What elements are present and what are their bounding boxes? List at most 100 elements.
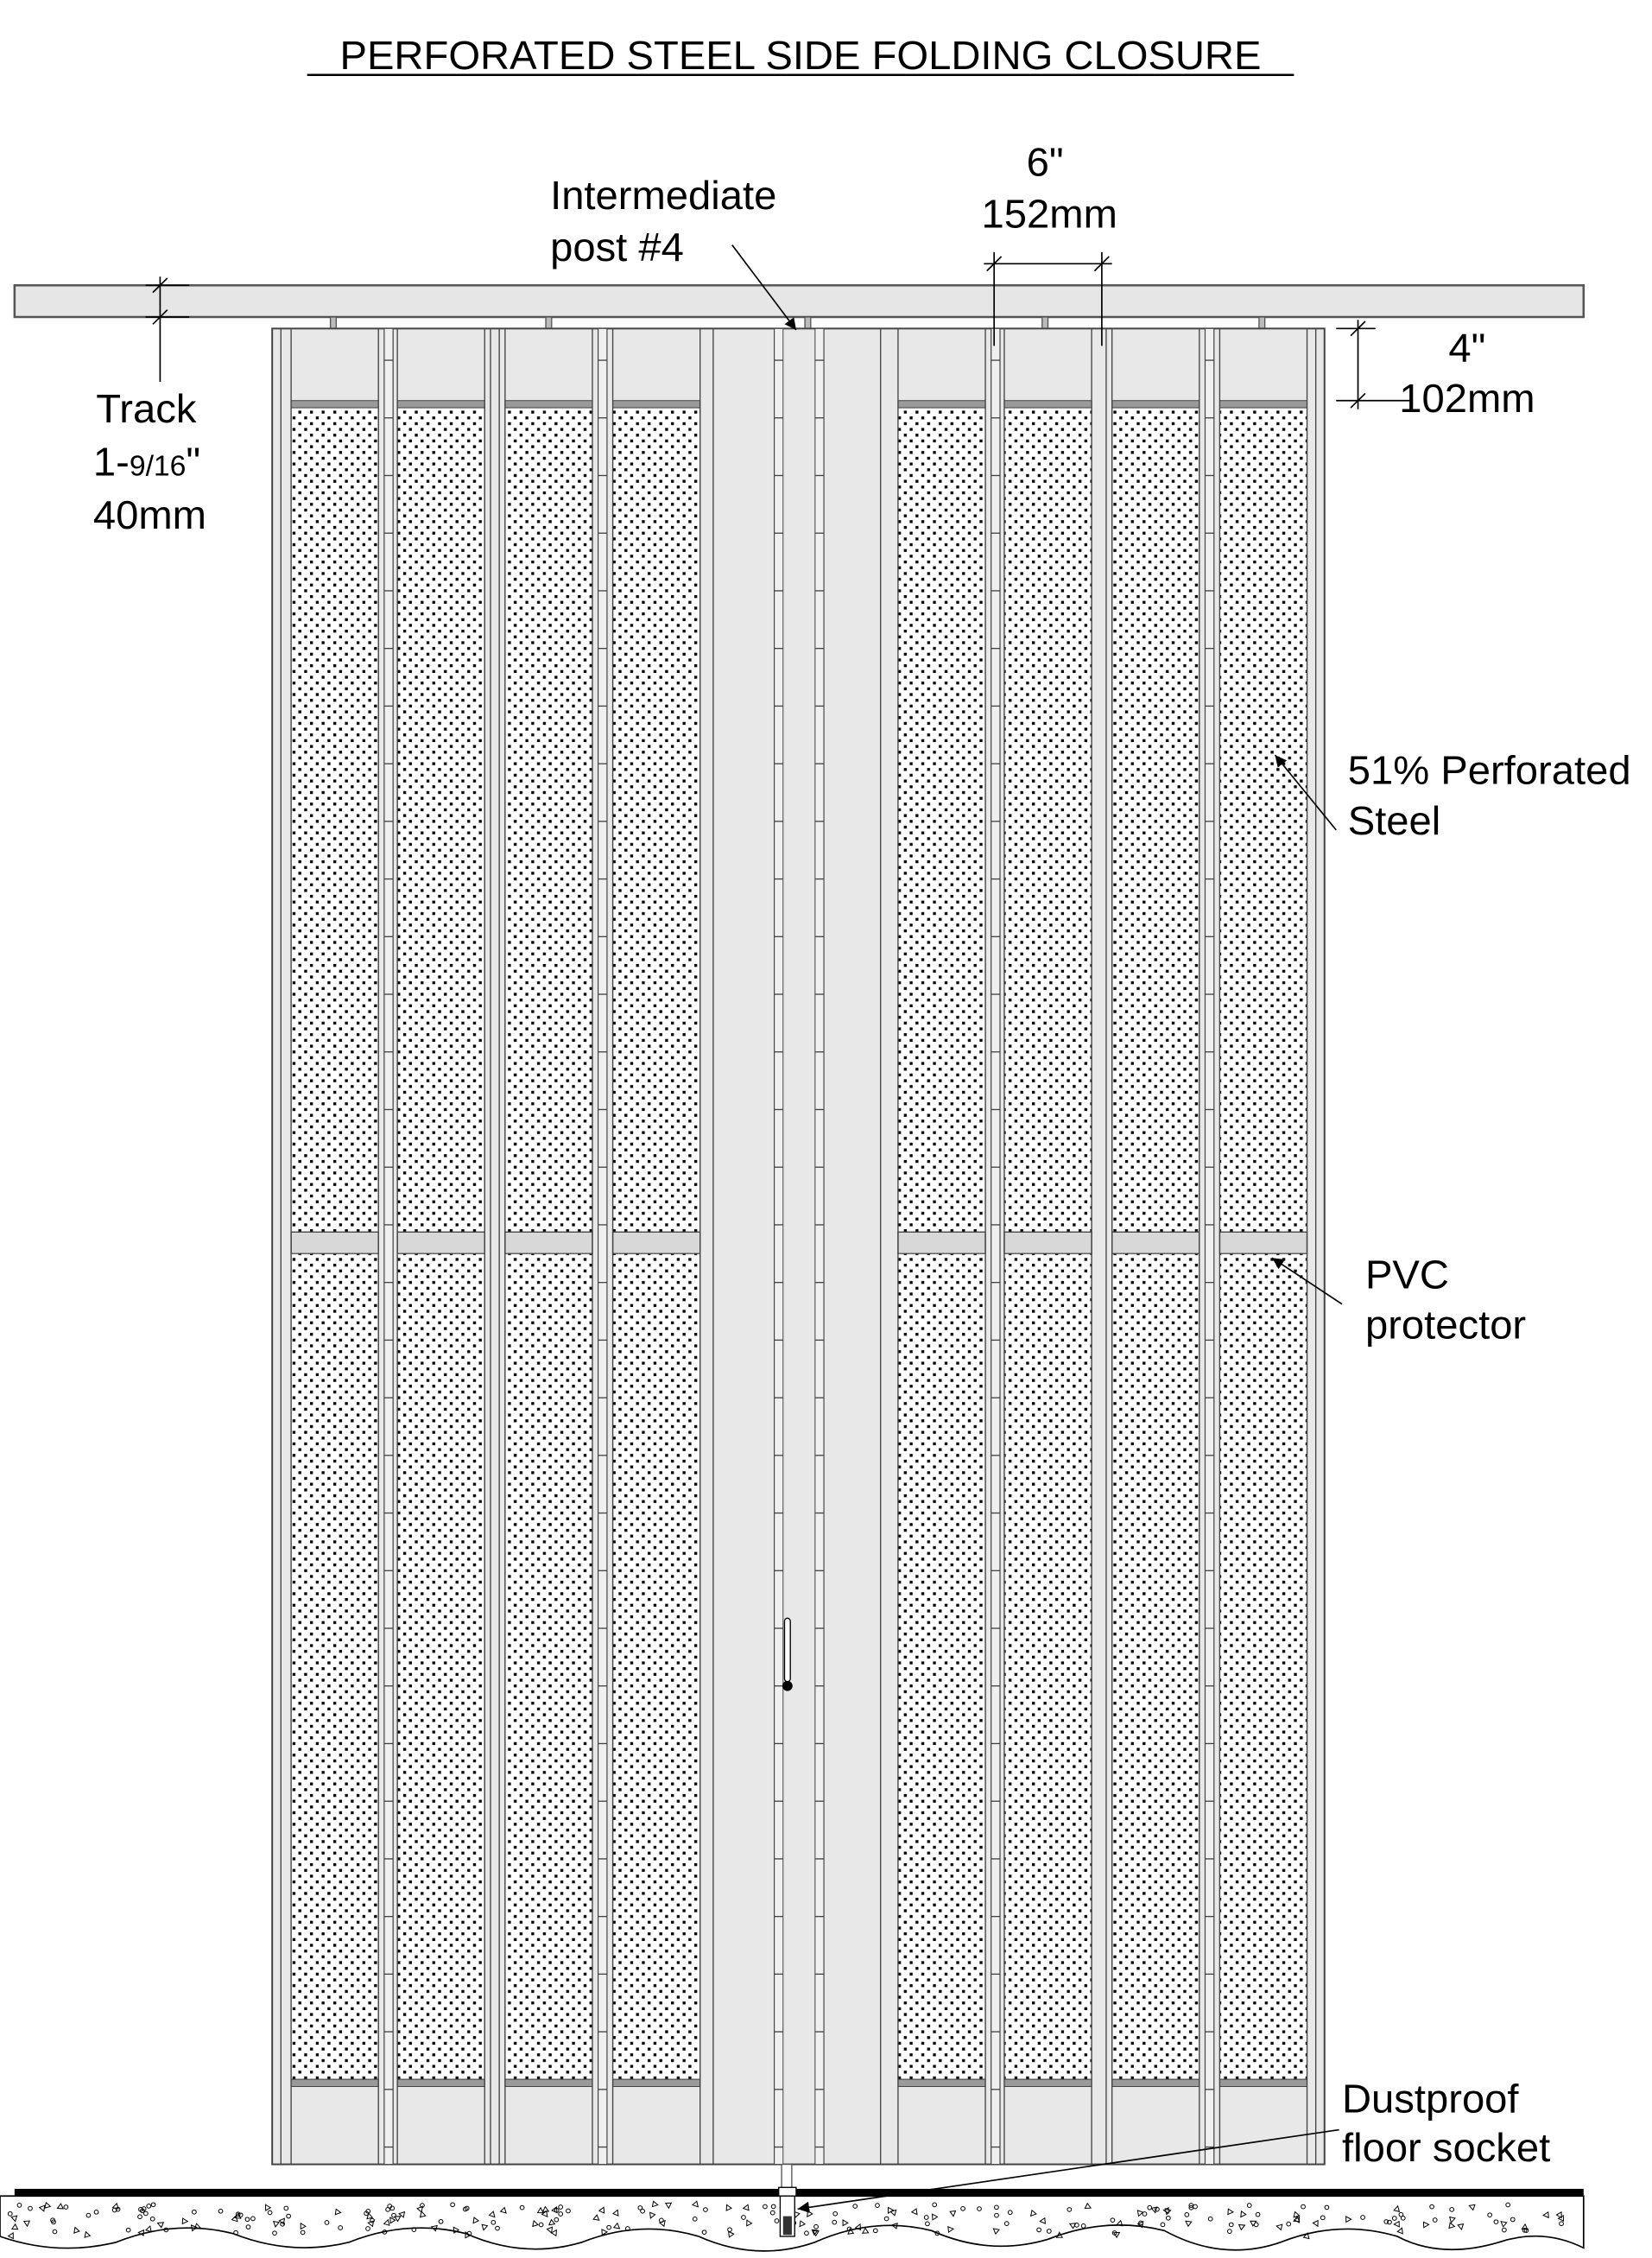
aggregate-stone [1448, 2216, 1456, 2223]
aggregate-stone [1069, 2223, 1077, 2229]
aggregate-stone [22, 2220, 30, 2228]
aggregate-pebble [1110, 2217, 1116, 2223]
hinge [1205, 327, 1215, 2166]
aggregate-stone [10, 2215, 18, 2223]
aggregate-pebble [50, 2217, 55, 2223]
aggregate-stone [746, 2219, 753, 2227]
aggregate-pebble [382, 2229, 388, 2235]
hinge [383, 327, 394, 2166]
aggregate-pebble [52, 2229, 58, 2235]
aggregate-pebble [703, 2207, 708, 2212]
aggregate-stone [1521, 2223, 1529, 2230]
hinge [598, 327, 608, 2166]
aggregate-pebble [141, 2206, 147, 2211]
aggregate-stone [601, 2229, 609, 2236]
panel-width-imperial: 6" [1027, 139, 1064, 185]
aggregate-pebble [692, 2216, 698, 2222]
hinge [774, 327, 784, 2166]
panel-2 [396, 400, 485, 2087]
aggregate-stone [551, 2205, 558, 2214]
aggregate-stone [419, 2210, 427, 2218]
track-dimension [145, 276, 190, 383]
aggregate-pebble [370, 2217, 375, 2223]
top-rail-bar [396, 400, 485, 409]
aggregate-stone [889, 2209, 897, 2217]
aggregate-pebble [16, 2203, 22, 2208]
aggregate-stone [453, 2226, 460, 2234]
aggregate-stone [664, 2202, 673, 2210]
aggregate-stone [1302, 2232, 1310, 2240]
aggregate-pebble [994, 2204, 999, 2210]
aggregate-stone [890, 2222, 898, 2229]
panel-7 [1111, 400, 1200, 2087]
panel-4 [611, 400, 701, 2087]
aggregate-stone [1039, 2217, 1046, 2224]
aggregate-pebble [606, 2224, 612, 2230]
top-rail-metric: 102mm [1399, 375, 1535, 421]
aggregate-stone [725, 2204, 733, 2211]
aggregate-stone [612, 2222, 621, 2229]
hanger [804, 316, 812, 330]
aggregate-stone [145, 2225, 152, 2233]
aggregate-stone [992, 2228, 1000, 2236]
lock-knob [782, 1680, 793, 1691]
aggregate-pebble [300, 2229, 306, 2236]
aggregate-stone [481, 2223, 489, 2231]
aggregate-pebble [519, 2204, 525, 2210]
aggregate-stone [807, 2210, 813, 2217]
aggregate-stone [592, 2214, 600, 2221]
aggregate-pebble [846, 2226, 852, 2232]
aggregate-stone [548, 2218, 556, 2226]
aggregate-pebble [763, 2204, 768, 2210]
aggregate-stone [861, 2227, 870, 2234]
aggregate-stone [1293, 2215, 1301, 2223]
aggregate-pebble [63, 2204, 69, 2210]
perforated-steel-label-line1: 51% Perforated [1348, 747, 1631, 793]
aggregate-stone [649, 2211, 656, 2219]
aggregate-pebble [1188, 2204, 1194, 2210]
aggregate-pebble [1160, 2222, 1166, 2228]
aggregate-pebble [1046, 2229, 1052, 2234]
top-rail-bar [1003, 400, 1092, 409]
aggregate-pebble [495, 2225, 500, 2231]
floor-socket-leader [797, 2128, 1339, 2213]
aggregate-stone [499, 2206, 507, 2214]
aggregate-stone [1422, 2221, 1430, 2229]
aggregate-stone [842, 2218, 849, 2227]
aggregate-stone [488, 2210, 496, 2218]
aggregate-stone [546, 2226, 554, 2234]
floor-line [14, 2188, 1584, 2197]
aggregate-stone [1457, 2223, 1465, 2231]
aggregate-pebble [1080, 2223, 1086, 2229]
aggregate-pebble [960, 2206, 965, 2211]
aggregate-stone [367, 2220, 375, 2228]
aggregate-pebble [272, 2230, 277, 2236]
aggregate-pebble [491, 2219, 497, 2225]
aggregate-pebble [1493, 2219, 1499, 2224]
aggregate-pebble [624, 2226, 630, 2231]
aggregate-pebble [286, 2213, 291, 2219]
aggregate-pebble [1188, 2203, 1194, 2208]
pvc-protector [1218, 1231, 1308, 1254]
track-size-imperial: 1-9/16" [93, 439, 200, 485]
aggregate-pebble [538, 2222, 544, 2228]
aggregate-pebble [1559, 2221, 1564, 2227]
aggregate-pebble [566, 2208, 571, 2214]
perforated-steel-lower [612, 1253, 701, 2080]
bottom-rail-bar [504, 2078, 593, 2087]
aggregate-stone [1275, 2223, 1283, 2231]
top-rail-bar [290, 400, 379, 409]
pvc-protector [504, 1231, 593, 1254]
handle-slot [783, 1617, 791, 1683]
floor-socket-label-line1: Dustproof [1342, 2076, 1520, 2122]
track-hangers [329, 316, 1266, 330]
hinge [991, 327, 1001, 2166]
aggregate-pebble [137, 2214, 142, 2220]
aggregate-stone [1150, 2206, 1158, 2214]
top-rail-bar [504, 400, 593, 409]
hinge-strip [598, 327, 608, 2166]
aggregate-pebble [149, 2216, 155, 2222]
hinge-strip [814, 327, 825, 2166]
aggregate-pebble [1523, 2228, 1529, 2233]
aggregate-pebble [1255, 2211, 1261, 2217]
